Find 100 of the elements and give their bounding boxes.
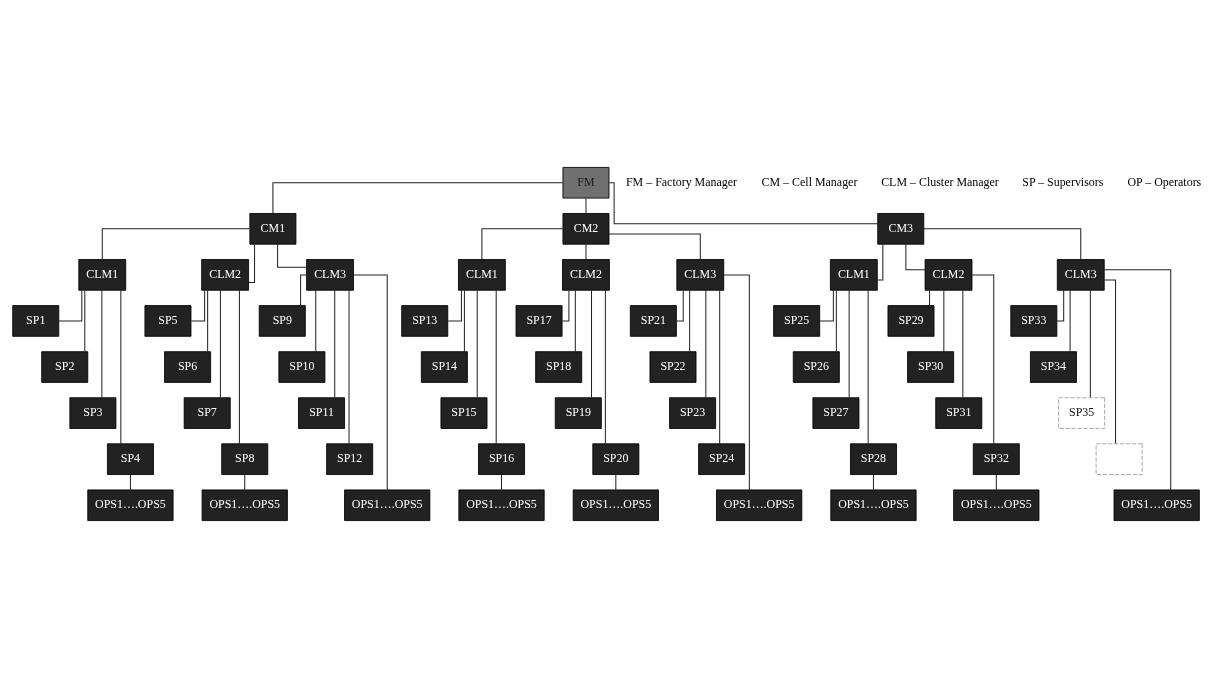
node-box: CM1 <box>249 212 297 245</box>
node-box: SP6 <box>164 350 212 383</box>
node-box: SP14 <box>420 350 468 383</box>
connector <box>723 273 750 490</box>
connector <box>1089 289 1091 398</box>
node-box: SP8 <box>221 442 269 475</box>
node-box: SP24 <box>698 442 746 475</box>
node-box: CLM3 <box>676 258 725 291</box>
node-box: SP30 <box>907 350 955 383</box>
connector <box>272 181 564 214</box>
connector <box>561 289 570 321</box>
node-box: OPS1….OPS5 <box>87 488 174 521</box>
connector <box>676 289 684 321</box>
connector <box>905 243 926 270</box>
node-box: SP27 <box>812 396 860 429</box>
label: CLM – Cluster Manager <box>881 174 999 189</box>
connector <box>705 289 707 398</box>
node-box: SP32 <box>972 442 1020 475</box>
connector <box>129 473 131 490</box>
connector <box>689 289 691 352</box>
connector <box>277 243 308 268</box>
node-box: CLM1 <box>458 258 506 291</box>
connector <box>207 289 209 352</box>
node-box: SP29 <box>887 304 935 337</box>
connector <box>604 289 606 444</box>
node-box: CLM2 <box>924 258 973 291</box>
connector <box>190 289 206 321</box>
node-box: SP17 <box>515 304 563 337</box>
connector <box>995 473 997 490</box>
connector <box>1103 268 1172 490</box>
node-box: SP33 <box>1010 304 1058 337</box>
node-box: SP16 <box>478 442 525 475</box>
node-box: SP2 <box>41 350 89 383</box>
node-box: CLM2 <box>562 258 610 291</box>
connector <box>219 289 221 398</box>
node-box: SP23 <box>669 396 717 429</box>
connector <box>248 243 256 283</box>
label: OP – Operators <box>1127 174 1202 189</box>
connector <box>481 227 564 260</box>
node-box: SP4 <box>106 442 154 475</box>
node-box: SP11 <box>298 396 345 429</box>
node-box: SP3 <box>69 396 117 429</box>
node-box: CLM1 <box>829 258 878 291</box>
node-box: SP15 <box>440 396 488 429</box>
connector <box>585 197 587 214</box>
connector <box>591 289 593 398</box>
node-box: OPS1….OPS5 <box>716 488 803 521</box>
node-box: SP7 <box>183 396 231 429</box>
node-box: SP13 <box>401 304 449 337</box>
node-box: OPS1….OPS5 <box>572 488 659 521</box>
connector <box>1056 289 1065 321</box>
connector <box>1069 289 1071 352</box>
connector <box>872 473 874 490</box>
label: SP – Supervisors <box>1022 174 1104 189</box>
connector <box>101 289 103 398</box>
label: FM – Factory Manager <box>625 174 738 189</box>
connector <box>300 273 308 306</box>
connector <box>353 273 388 490</box>
connector <box>348 289 350 444</box>
node-box: OPS1….OPS5 <box>344 488 431 521</box>
node-box: SP1 <box>12 304 60 337</box>
node-box: SP28 <box>850 442 897 475</box>
connector <box>608 181 879 224</box>
node-box: SP18 <box>535 350 583 383</box>
connector <box>615 473 617 490</box>
node-box: SP19 <box>554 396 602 429</box>
connector <box>923 227 1082 260</box>
node-box: SP5 <box>144 304 192 337</box>
node-box: CLM1 <box>78 258 127 291</box>
connector <box>495 289 497 444</box>
connector <box>244 473 246 490</box>
node-box <box>1095 442 1143 475</box>
connector <box>962 289 964 398</box>
connector <box>1104 279 1117 444</box>
connector <box>608 232 701 260</box>
connector <box>574 289 576 352</box>
node-box: OPS1….OPS5 <box>458 488 545 521</box>
connector <box>334 289 336 398</box>
node-box: OPS1….OPS5 <box>1113 488 1200 521</box>
connector <box>463 289 465 352</box>
connector <box>315 289 317 352</box>
node-box: SP21 <box>629 304 677 337</box>
label: CM – Cell Manager <box>761 174 858 189</box>
connector <box>447 289 462 321</box>
node-box: SP9 <box>258 304 306 337</box>
connector <box>848 289 850 398</box>
connector <box>943 289 945 352</box>
connector <box>877 243 884 281</box>
connector <box>84 289 86 352</box>
connector <box>585 243 587 260</box>
node-box: SP12 <box>326 442 374 475</box>
connector <box>971 273 995 444</box>
connector <box>819 289 834 321</box>
node-box: SP35 <box>1058 396 1106 429</box>
node-box: OPS1….OPS5 <box>201 488 288 521</box>
node-box: CLM3 <box>1056 258 1105 291</box>
connector <box>835 289 837 352</box>
node-box: SP31 <box>935 396 983 429</box>
node-box: CLM3 <box>306 258 354 291</box>
node-box: CM2 <box>562 212 610 245</box>
